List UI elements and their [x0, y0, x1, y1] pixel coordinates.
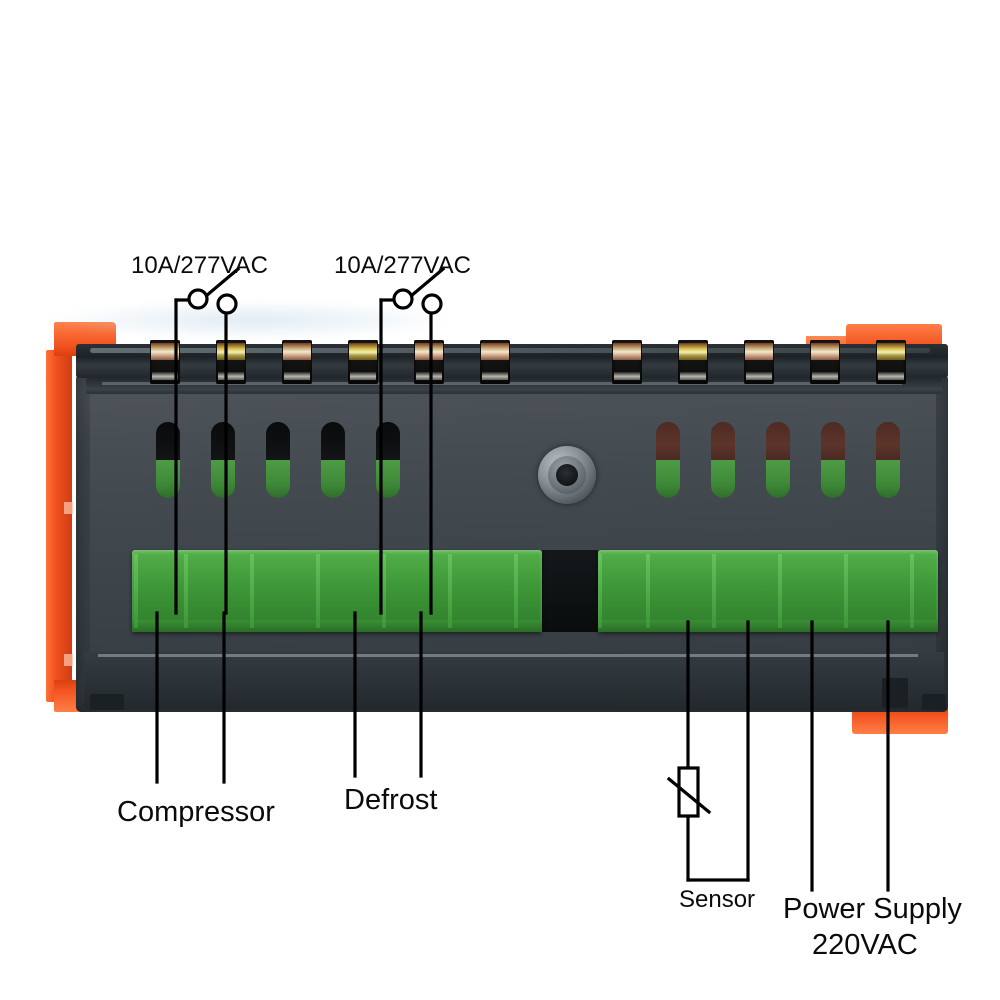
terminal-block-right — [598, 550, 938, 632]
device-top-highlight — [90, 348, 930, 353]
power-supply-label-line1: Power Supply — [783, 893, 962, 925]
center-screw-hole — [556, 464, 578, 486]
terminal-port-7[interactable] — [612, 340, 642, 384]
terminal-port-10[interactable] — [810, 340, 840, 384]
temperature-controller-device — [46, 322, 962, 734]
terminal-port-2[interactable] — [216, 340, 246, 384]
device-skirt-highlight — [98, 654, 918, 657]
terminal-divider-1 — [134, 554, 138, 628]
terminal-divider-13 — [910, 554, 914, 628]
sensor-label: Sensor — [679, 886, 756, 913]
bottom-notch-right — [882, 678, 908, 708]
terminal-block-gap — [542, 550, 598, 632]
terminal-divider-6 — [448, 554, 452, 628]
vent-slot-4 — [321, 422, 345, 498]
vent-slot-2 — [211, 422, 235, 498]
terminal-divider-9 — [646, 554, 650, 628]
clip-notch-upper — [64, 502, 73, 514]
terminal-divider-10 — [712, 554, 716, 628]
vent-slot-5 — [376, 422, 400, 498]
thermistor-slash — [666, 776, 712, 815]
relay2-rating-label: 10A/277VAC — [334, 252, 471, 279]
terminal-port-1[interactable] — [150, 340, 180, 384]
vent-slot-3 — [266, 422, 290, 498]
terminal-divider-5 — [382, 554, 386, 628]
terminal-divider-8 — [598, 554, 602, 628]
terminal-port-4[interactable] — [348, 340, 378, 384]
terminal-port-6[interactable] — [480, 340, 510, 384]
vent-slot-10 — [876, 422, 900, 498]
terminal-port-9[interactable] — [744, 340, 774, 384]
bottom-notch-far-right — [922, 694, 946, 710]
bottom-notch-left — [90, 694, 124, 710]
terminal-divider-3 — [250, 554, 254, 628]
terminal-port-5[interactable] — [414, 340, 444, 384]
terminal-port-3[interactable] — [282, 340, 312, 384]
defrost-label: Defrost — [344, 784, 438, 816]
compressor-label: Compressor — [117, 796, 275, 828]
terminal-port-8[interactable] — [678, 340, 708, 384]
vent-slot-1 — [156, 422, 180, 498]
vent-slot-9 — [821, 422, 845, 498]
terminal-divider-12 — [844, 554, 848, 628]
terminal-port-11[interactable] — [876, 340, 906, 384]
terminal-divider-4 — [316, 554, 320, 628]
terminal-divider-7 — [514, 554, 518, 628]
vent-slot-7 — [711, 422, 735, 498]
terminal-divider-11 — [778, 554, 782, 628]
thermistor-body — [677, 766, 700, 818]
vent-slot-8 — [766, 422, 790, 498]
mounting-clip-left — [46, 350, 72, 702]
device-bottom-skirt — [84, 652, 944, 710]
clip-notch-lower — [64, 654, 73, 666]
relay1-rating-label: 10A/277VAC — [131, 252, 268, 279]
terminal-block-left — [132, 550, 542, 632]
photo-highlight-glare — [40, 300, 460, 340]
vent-slot-6 — [656, 422, 680, 498]
terminal-divider-2 — [184, 554, 188, 628]
power-supply-label-line2: 220VAC — [812, 929, 918, 961]
